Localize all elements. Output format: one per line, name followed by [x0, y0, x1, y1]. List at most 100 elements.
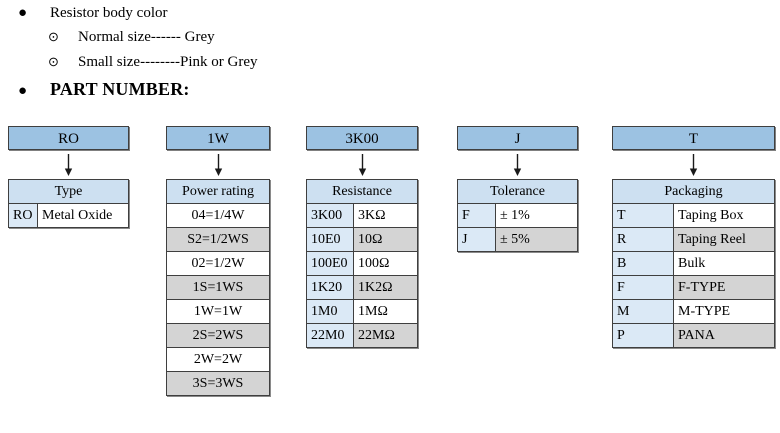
pn-code-cell: B [612, 251, 674, 276]
pn-value-cell: 1MΩ [353, 299, 418, 324]
pn-example-power-rating: 1W [166, 126, 270, 150]
note-item-body-color: ● Resistor body color [18, 6, 780, 21]
table-header-row: Type [8, 179, 129, 204]
pn-value-cell: Taping Box [673, 203, 775, 228]
note-small-size-text: Small size--------Pink or Grey [78, 54, 258, 70]
arrow-down-icon [612, 150, 775, 179]
pn-value-cell: S2=1/2WS [166, 227, 270, 252]
pn-code-cell: 22M0 [306, 323, 354, 348]
pn-header-type: Type [8, 179, 129, 204]
pn-code-cell: RO [8, 203, 38, 228]
pn-value-cell: Metal Oxide [37, 203, 129, 228]
bullet-circle-dot-icon: ⊙ [48, 54, 59, 69]
pn-value-cell: 02=1/2W [166, 251, 270, 276]
arrow-down-icon [306, 150, 418, 179]
pn-code-cell: F [457, 203, 496, 228]
table-row: J± 5% [457, 227, 578, 252]
bullet-disc-icon: ● [18, 5, 28, 21]
pn-example-type: RO [8, 126, 129, 150]
pn-value-cell: 3KΩ [353, 203, 418, 228]
pn-code-cell: R [612, 227, 674, 252]
pn-code-cell: 1M0 [306, 299, 354, 324]
table-row: F± 1% [457, 203, 578, 228]
table-header-row: Tolerance [457, 179, 578, 204]
notes-block: ● Resistor body color ⊙ Normal size-----… [0, 0, 780, 99]
pn-code-cell: 1K20 [306, 275, 354, 300]
arrow-down-icon [166, 150, 270, 179]
pn-code-cell: 3K00 [306, 203, 354, 228]
pn-code-cell: 100E0 [306, 251, 354, 276]
table-header-row: Resistance [306, 179, 418, 204]
table-row: S2=1/2WS [166, 227, 270, 252]
note-normal-size-text: Normal size------ Grey [78, 29, 215, 45]
table-header-row: Power rating [166, 179, 270, 204]
table-row: 2S=2WS [166, 323, 270, 348]
pn-value-cell: 3S=3WS [166, 371, 270, 396]
bullet-circle-dot-icon: ⊙ [48, 29, 59, 44]
pn-header-packaging: Packaging [612, 179, 775, 204]
pn-code-cell: T [612, 203, 674, 228]
note-heading-text: Resistor body color [50, 5, 168, 21]
pn-value-cell: 1W=1W [166, 299, 270, 324]
note-item-small-size: ⊙ Small size--------Pink or Grey [48, 55, 780, 70]
pn-value-cell: 2S=2WS [166, 323, 270, 348]
pn-header-tolerance: Tolerance [457, 179, 578, 204]
pn-value-cell: PANA [673, 323, 775, 348]
table-header-row: Packaging [612, 179, 775, 204]
arrow-down-icon [457, 150, 578, 179]
table-row: 1W=1W [166, 299, 270, 324]
pn-value-cell: 04=1/4W [166, 203, 270, 228]
pn-value-cell: Bulk [673, 251, 775, 276]
pn-value-cell: ± 1% [495, 203, 578, 228]
arrow-down-icon [8, 150, 129, 179]
table-row: 2W=2W [166, 347, 270, 372]
pn-example-resistance: 3K00 [306, 126, 418, 150]
bullet-disc-icon: ● [18, 83, 28, 99]
pn-code-cell: 10E0 [306, 227, 354, 252]
pn-code-cell: J [457, 227, 496, 252]
pn-code-cell: P [612, 323, 674, 348]
table-row: 3S=3WS [166, 371, 270, 396]
part-number-heading-row: ● PART NUMBER: [18, 80, 780, 99]
pn-header-resistance: Resistance [306, 179, 418, 204]
pn-value-cell: 1K2Ω [353, 275, 418, 300]
pn-value-cell: 10Ω [353, 227, 418, 252]
pn-example-packaging: T [612, 126, 775, 150]
pn-code-cell: F [612, 275, 674, 300]
table-row: 02=1/2W [166, 251, 270, 276]
pn-value-cell: 1S=1WS [166, 275, 270, 300]
note-item-normal-size: ⊙ Normal size------ Grey [48, 30, 780, 45]
table-row: 04=1/4W [166, 203, 270, 228]
pn-value-cell: 22MΩ [353, 323, 418, 348]
pn-example-tolerance: J [457, 126, 578, 150]
part-number-heading-text: PART NUMBER: [50, 79, 190, 99]
pn-value-cell: Taping Reel [673, 227, 775, 252]
pn-value-cell: ± 5% [495, 227, 578, 252]
pn-value-cell: 2W=2W [166, 347, 270, 372]
pn-header-power-rating: Power rating [166, 179, 270, 204]
pn-value-cell: M-TYPE [673, 299, 775, 324]
pn-value-cell: 100Ω [353, 251, 418, 276]
